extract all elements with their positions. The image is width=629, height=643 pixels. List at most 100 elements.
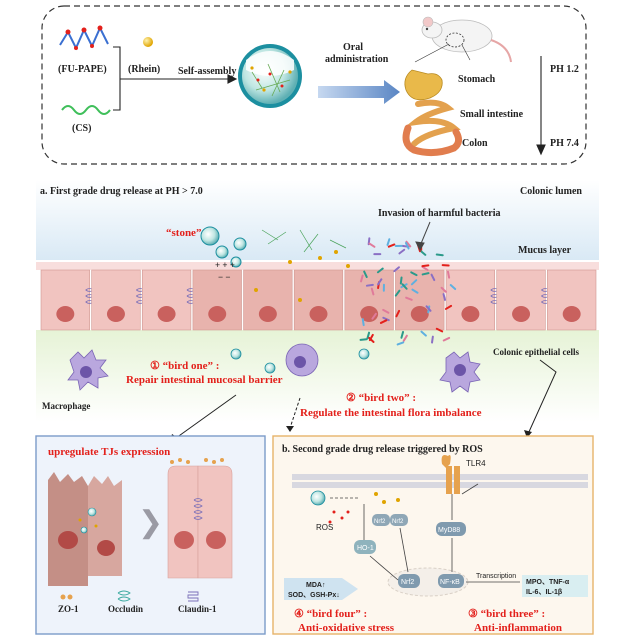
cell-nucleus [309,306,328,322]
ros-label: ROS [316,523,333,532]
bacteria-invasion-label: Invasion of harmful bacteria [378,208,501,219]
cell-nucleus [562,306,581,322]
ph-stomach-label: PH 1.2 [550,64,579,75]
bacterium [379,319,388,324]
bacterium [396,341,405,346]
ho1-label: HO-1 [357,545,374,552]
cell-nucleus [461,306,480,322]
bacterium [405,240,412,248]
mouse-icon [421,16,512,63]
small-intestine-label: Small intestine [460,109,524,120]
panel-rhein-dots [374,492,400,504]
arrow-head-middle [286,426,294,432]
bacterium [361,318,365,327]
floating-particles [230,348,370,374]
nrf2-nuclear-label: Nrf2 [401,579,414,586]
occludin-legend-label: Occludin [108,604,143,614]
cell-nucleus [208,306,227,322]
bacterium [435,327,444,333]
tlr4-inhibit-line [461,483,479,495]
mucus-layer [36,262,599,270]
colon-icon [402,124,463,157]
stomach-label: Stomach [458,74,496,85]
connector-arrows [175,359,557,439]
bacterium [370,287,375,296]
bacterium [401,283,408,290]
myd88-box [436,522,466,536]
bacterium [430,273,436,282]
bird-one-heading: ① “bird one” : [150,360,219,372]
bacterium [387,243,396,248]
oxidative-markers-pointer [342,578,358,600]
cytokines-box [522,575,588,597]
section-a-title: a. First grade drug release at PH > 7.0 [40,186,203,197]
nrf2-label-b: Nrf2 [392,519,404,525]
colonic-lumen-area [36,180,599,260]
bacterium [377,278,383,286]
macrophage-icon-left [67,349,109,391]
zo1-legend-label: ZO-1 [58,604,79,614]
bacterium [444,304,453,310]
bacterium [371,312,377,320]
occludin-legend-icon [117,590,131,602]
nfkb-label: NF-κB [440,579,460,586]
damaged-cells-illustration [48,472,122,586]
cs-label: (CS) [72,123,91,134]
mpo-label: MPO、TNF-α [526,579,570,586]
bird-three-heading: ③ “bird three” : [468,608,545,620]
zo1-legend-icon [60,594,73,600]
bird-four-desc: Anti-oxidative stress [298,622,395,634]
rhein-molecule-icon [143,37,153,47]
bird-four-heading: ④ “bird four” : [294,608,367,620]
nrf2-nuclear-box [398,574,420,588]
epithelial-cells-label: Colonic epithelial cells [493,347,579,357]
bacterium [366,331,371,340]
oral-label-line1: Oral [343,42,363,53]
nrf2-label-a: Nrf2 [374,519,386,525]
stone-particles [200,226,247,268]
sod-label: SOD、GSH-Px↓ [288,592,340,599]
ph-colon-label: PH 7.4 [550,138,579,149]
gi-tract-illustration [402,69,463,157]
cell-membrane [292,474,588,488]
bacterium [402,334,408,342]
bacterium [360,274,364,283]
oxidative-markers-box [284,578,342,600]
epithelial-cell-row [40,269,597,331]
macrophage-icon-middle [285,343,319,377]
bacterium [410,279,418,286]
transition-chevron-icon: ❯ [138,506,163,540]
bacterium [404,242,410,250]
ros-panel [272,435,594,635]
zoom-line-right [461,44,471,61]
cell-nucleus [56,306,75,322]
bird-two-heading: ② “bird two” : [346,392,416,404]
rhein-dots [254,250,350,302]
mda-label: MDA↑ [306,582,325,589]
colonic-lumen-label: Colonic lumen [520,186,582,197]
cell-nucleus [258,306,277,322]
bacterium [382,316,390,322]
negative-charges: − − [218,272,231,282]
bacterium [365,283,374,287]
bacteria-arrow [415,221,431,252]
ho1-box [354,540,376,554]
oral-label-line2: administration [325,54,389,65]
myd88-label: MyD88 [438,527,460,534]
cs-polymer-icon [61,105,111,115]
bacterium [398,248,406,255]
oral-administration-arrow [318,80,400,104]
zoom-line-left [414,43,450,63]
claudin-legend-icon [187,591,199,602]
bacterium [368,333,374,342]
ros-panel-title: b. Second grade drug release triggered b… [282,444,483,455]
cell-nucleus [157,306,176,322]
bacterium [420,330,427,337]
colon-label: Colon [462,138,488,149]
bacterium [421,272,430,276]
bacterium [449,284,457,291]
bacterium [435,253,444,257]
bacterium [411,288,419,294]
